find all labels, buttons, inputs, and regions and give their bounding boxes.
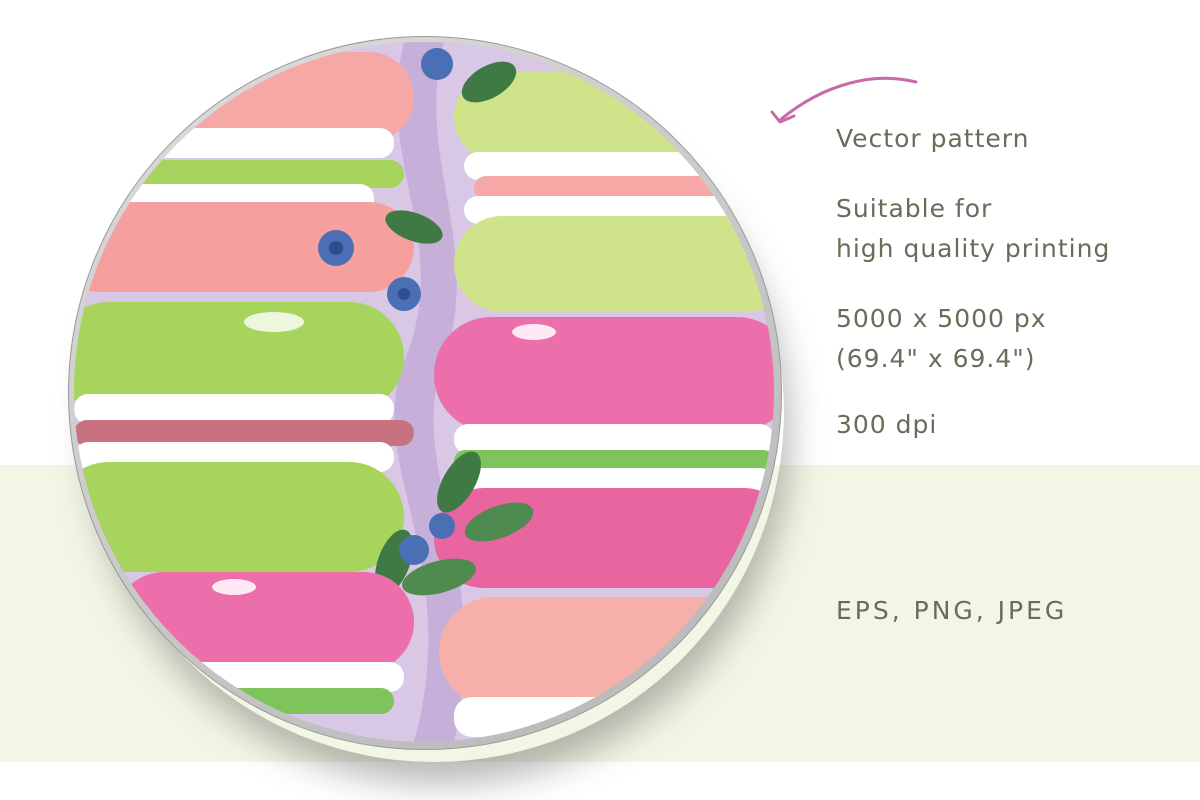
- leaf-cluster: [374, 451, 534, 596]
- macaron-hot-pink-middle-right: [434, 317, 774, 588]
- macaron-pattern-illustration: [74, 42, 774, 742]
- macaron-green-middle-left: [74, 302, 414, 572]
- info-suitable-for: Suitable for: [836, 194, 993, 223]
- macaron-pattern-preview: [74, 42, 774, 742]
- info-high-quality-printing: high quality printing: [836, 234, 1111, 263]
- info-dimensions-inches: (69.4" x 69.4"): [836, 344, 1036, 373]
- curved-arrow-icon: [770, 76, 918, 124]
- info-file-formats: EPS, PNG, JPEG: [836, 596, 1068, 625]
- info-vector-pattern: Vector pattern: [836, 124, 1030, 153]
- info-dpi: 300 dpi: [836, 410, 938, 439]
- info-dimensions-px: 5000 x 5000 px: [836, 304, 1047, 333]
